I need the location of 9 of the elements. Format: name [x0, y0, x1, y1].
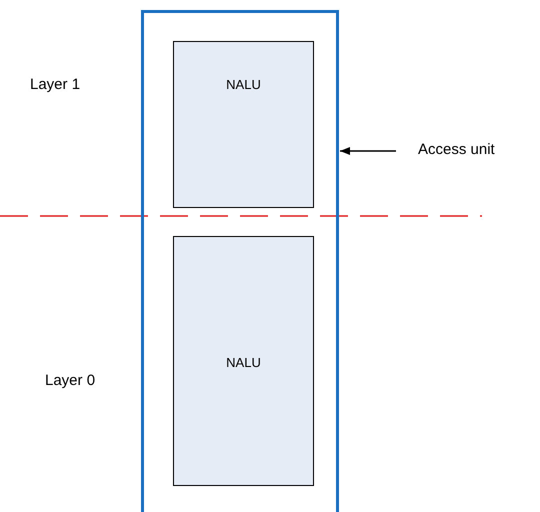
- layer-label: Layer 0: [45, 372, 96, 389]
- nalu-box: [173, 41, 314, 208]
- node-label: NALU: [225, 355, 262, 370]
- layer-label: Layer 1: [30, 76, 80, 93]
- access-unit-label: Access unit: [418, 141, 540, 161]
- nalu-box: [173, 236, 314, 486]
- node-label: NALU: [225, 77, 262, 92]
- arrow: [340, 147, 396, 155]
- access-unit-frame: [141, 10, 339, 512]
